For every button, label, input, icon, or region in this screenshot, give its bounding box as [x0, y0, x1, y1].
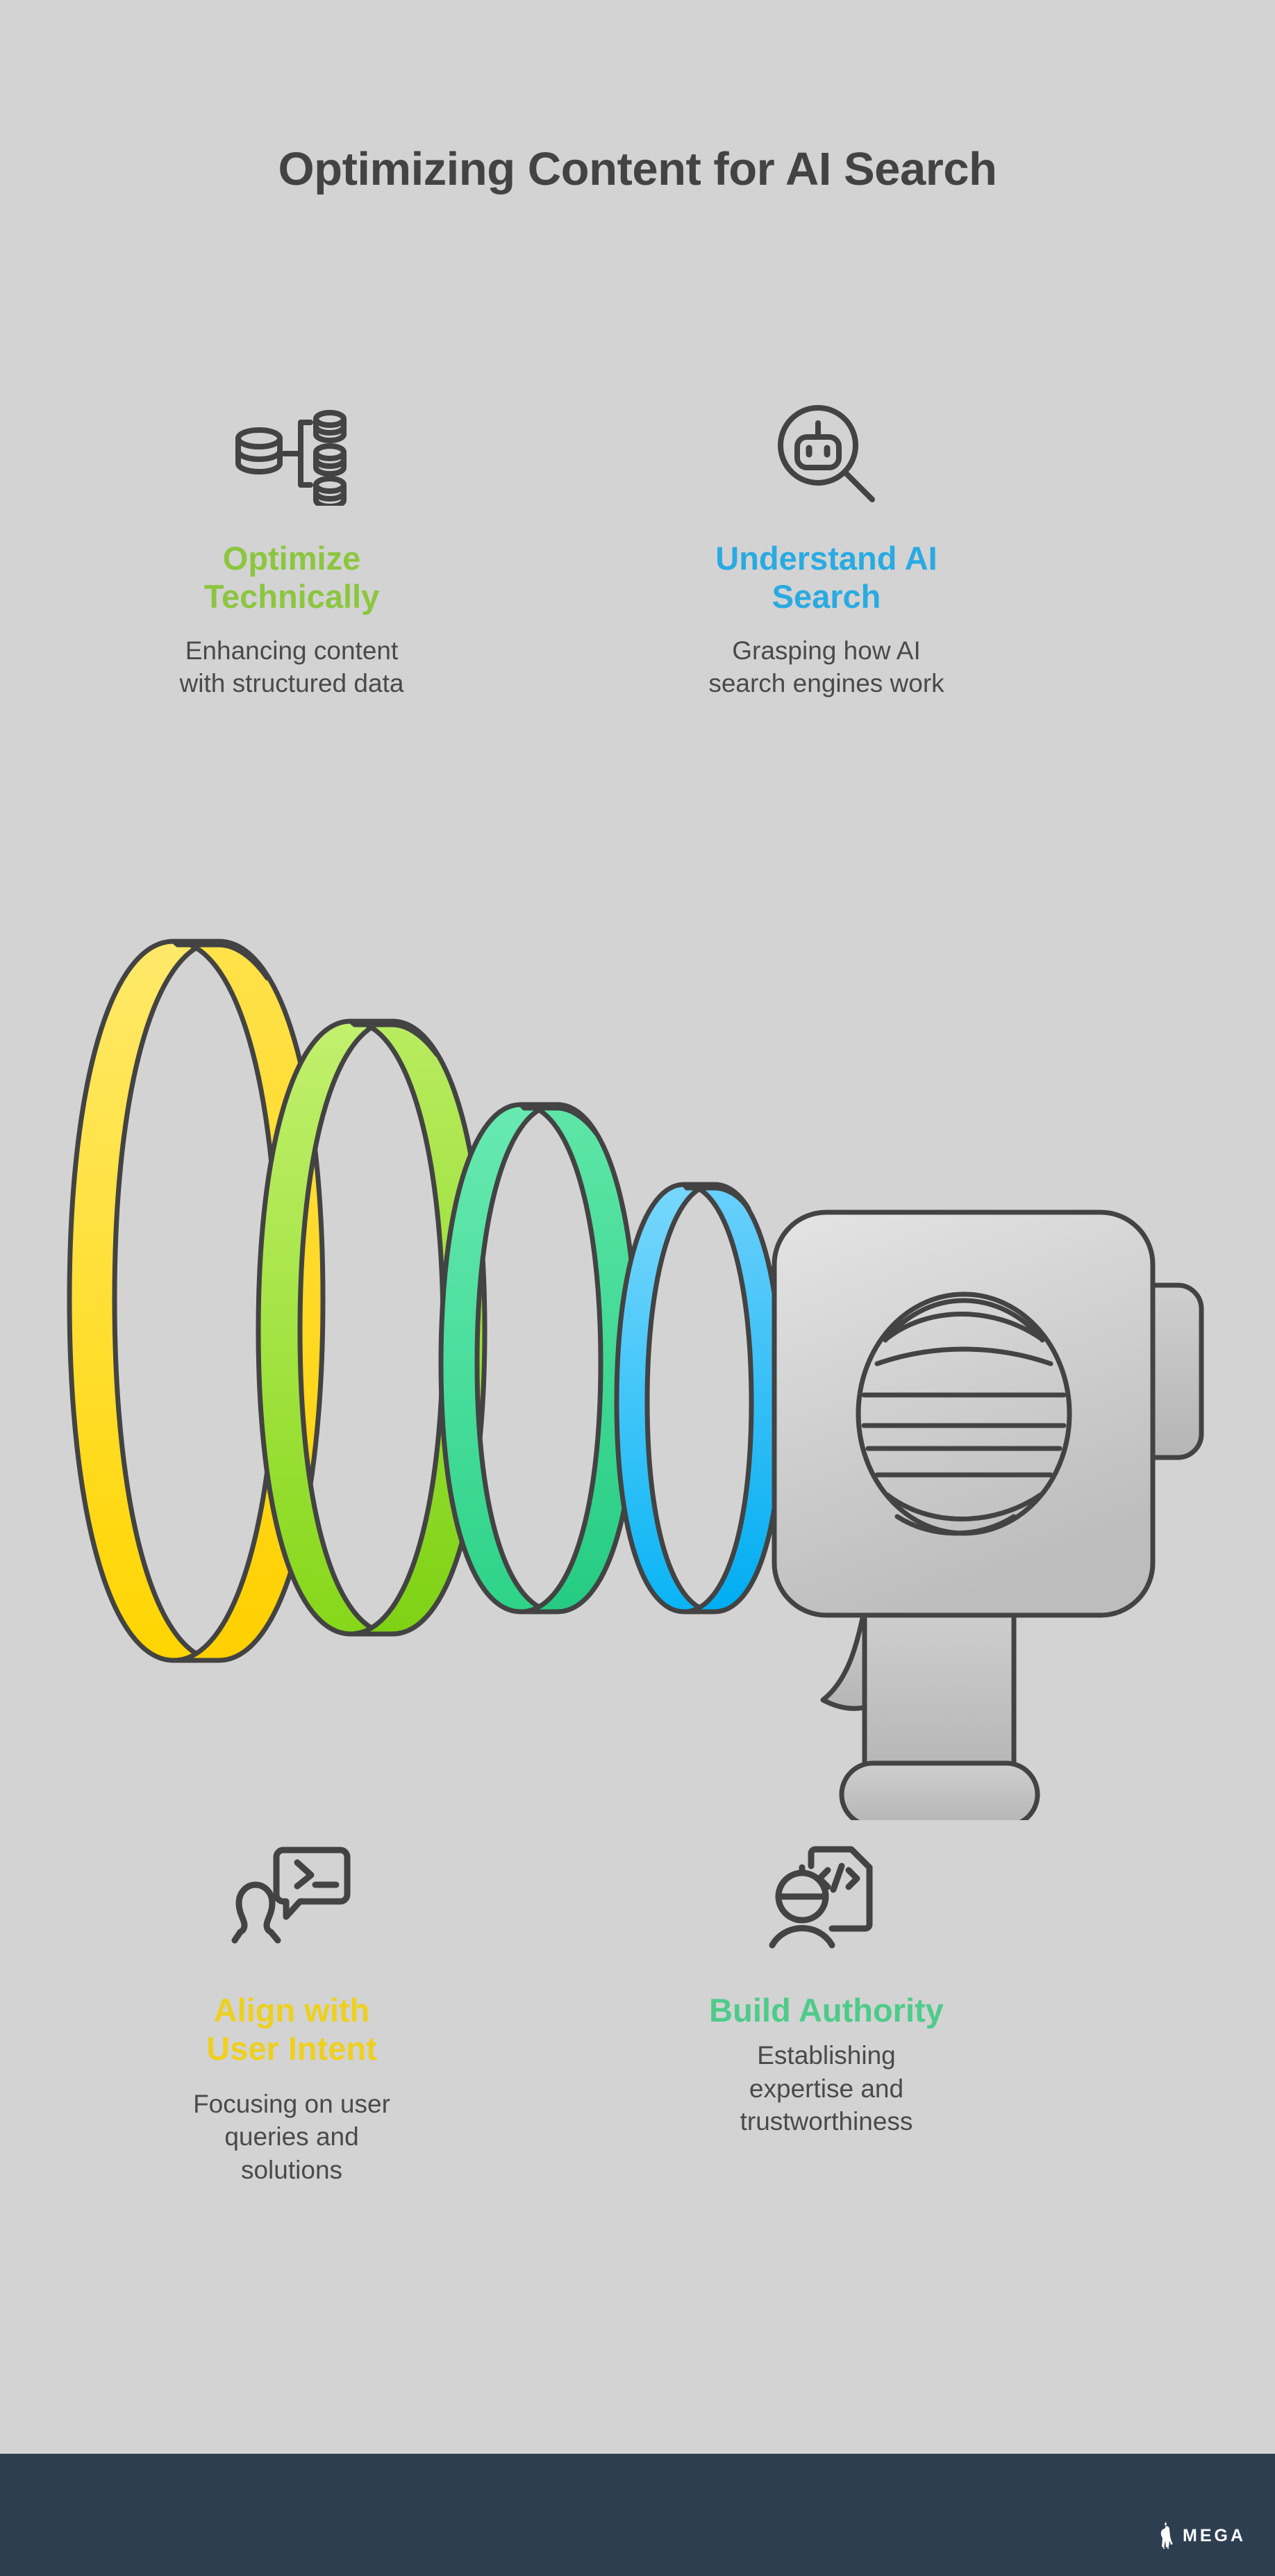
- megaphone-sound-wave-illustration: [42, 896, 1236, 1828]
- spiral-loop-yellow-cap: [171, 939, 270, 981]
- feature-heading-line: Build Authority: [709, 1992, 944, 2029]
- megaphone-handle-base: [839, 1760, 1040, 1828]
- feature-heading: Understand AI Search: [611, 539, 1042, 616]
- feature-body-line: solutions: [240, 2155, 343, 2184]
- robot-magnifier-icon: [611, 381, 1042, 527]
- grille-slat-1-bottom: [874, 1346, 1053, 1367]
- footer-bar: MEGA: [0, 2454, 1275, 2576]
- feature-card-understand-ai-search: Understand AI Search Grasping how AI sea…: [611, 381, 1042, 700]
- spiral-loop-yellow-back: [67, 939, 222, 1663]
- feature-body: Enhancing content with structured data: [76, 634, 507, 700]
- feature-body-line: Grasping how AI: [732, 636, 921, 665]
- feature-body-line: with structured data: [179, 669, 404, 698]
- brand-name: MEGA: [1183, 2525, 1246, 2545]
- feature-heading: Optimize Technically: [76, 539, 507, 616]
- feature-card-build-authority: Build Authority Establishing expertise a…: [611, 1819, 1042, 2138]
- feature-body-line: trustworthiness: [740, 2107, 913, 2136]
- engineer-code-document-icon: [611, 1819, 1042, 1979]
- spiral-loop-lime-cap: [348, 1018, 440, 1057]
- feature-heading-line: Technically: [203, 578, 380, 616]
- spiral-loop-cyan-cap: [681, 1182, 751, 1212]
- grille-slat-1-top: [885, 1312, 1043, 1341]
- grille-slat-4-top: [885, 1492, 1043, 1521]
- feature-card-align-with-user-intent: Align with User Intent Focusing on user …: [76, 1819, 507, 2186]
- feature-heading: Build Authority: [611, 1991, 1042, 2029]
- feature-heading-line: Align with: [213, 1992, 370, 2029]
- feature-body: Establishing expertise and trustworthine…: [611, 2039, 1042, 2138]
- feature-heading-line: User Intent: [206, 2030, 377, 2067]
- person-terminal-bubble-icon: [76, 1819, 507, 1979]
- brand-logo: MEGA: [1158, 2522, 1246, 2550]
- grille-slat-4-bottom: [894, 1514, 1017, 1536]
- feature-heading: Align with User Intent: [76, 1991, 507, 2068]
- feature-heading-line: Optimize: [222, 540, 361, 577]
- feature-heading-line: Search: [772, 578, 881, 616]
- feature-body-line: queries and: [224, 2122, 359, 2152]
- spiral-loop-cyan-front: [681, 1182, 785, 1615]
- megaphone-handle: [862, 1602, 1017, 1781]
- feature-body-line: Establishing: [757, 2041, 896, 2070]
- megaphone-rear-knob: [1147, 1282, 1204, 1460]
- feature-body: Grasping how AI search engines work: [611, 634, 1042, 700]
- feature-body-line: expertise and: [749, 2074, 904, 2103]
- mega-figure-mark: [1160, 2522, 1173, 2549]
- feature-body: Focusing on user queries and solutions: [76, 2088, 507, 2186]
- feature-body-line: search engines work: [708, 669, 944, 698]
- spiral-loop-green-front: [518, 1102, 640, 1615]
- page-title: Optimizing Content for AI Search: [278, 143, 997, 195]
- feature-body-line: Enhancing content: [185, 636, 399, 665]
- spiral-loop-green-cap: [518, 1102, 599, 1137]
- database-hierarchy-icon: [76, 381, 507, 527]
- feature-body-line: Focusing on user: [193, 2089, 390, 2118]
- feature-heading-line: Understand AI: [715, 540, 938, 577]
- feature-card-optimize-technically: Optimize Technically Enhancing content w…: [76, 381, 507, 700]
- megaphone-body: [772, 1209, 1156, 1618]
